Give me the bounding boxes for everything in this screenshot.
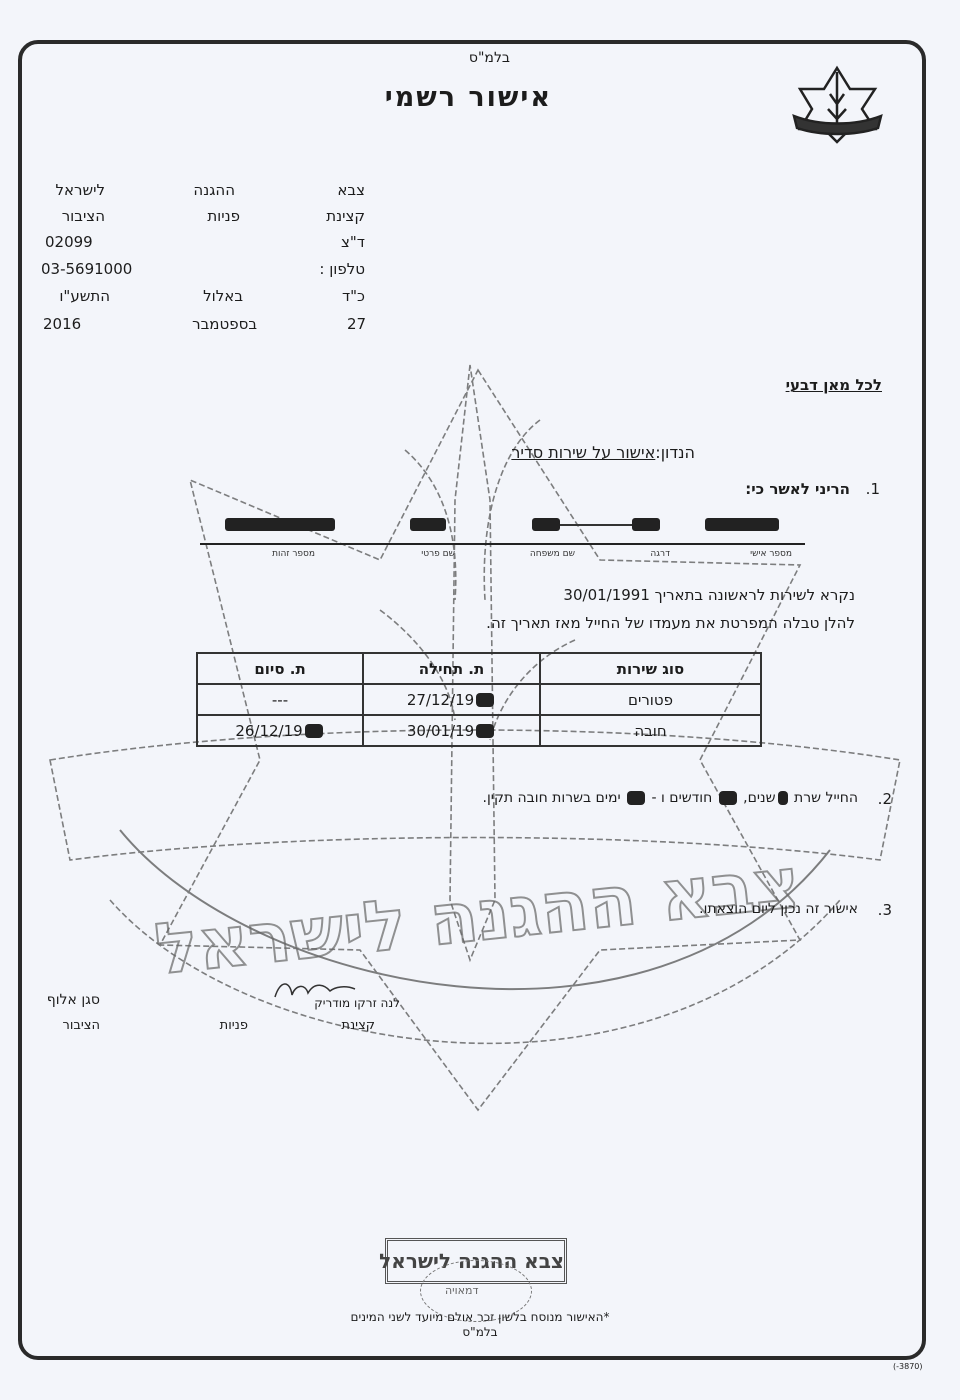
- signatory-role-2: פניות: [219, 1018, 248, 1033]
- redacted-rank: [632, 518, 660, 531]
- item3-number: 3.: [877, 901, 892, 919]
- table-header-row: סוג שירות ת. תחילה ת. סיום: [196, 652, 762, 685]
- field-label-personal-number: מספר אישי: [750, 549, 792, 559]
- cell-start-date: 27/12/19: [362, 683, 541, 716]
- field-label-rank: דרגה: [650, 549, 670, 559]
- sender-r0-c2: לישראל: [55, 181, 105, 199]
- classification-bottom: בלמ"ס: [462, 1325, 498, 1339]
- redacted-id-number: [225, 518, 335, 531]
- item2-number: 2.: [877, 790, 892, 808]
- signatory-role-1: קצינת: [341, 1018, 375, 1033]
- item2-part1: החייל שרת: [794, 790, 858, 806]
- item2-text: החייל שרת שנים, חודשים ו - ימים בשרות חו…: [483, 790, 858, 806]
- sender-r3-c0: טלפון :: [319, 260, 365, 278]
- sender-r5-c2: 2016: [43, 315, 82, 333]
- table-row: חובה 30/01/19 26/12/19: [196, 714, 762, 747]
- cell-service-type: חובה: [539, 714, 762, 747]
- item2-part2: שנים,: [743, 790, 776, 806]
- cell-end-date: ---: [196, 683, 364, 716]
- item3-text: אישור זה נכון ליום הוצאתו.: [699, 901, 858, 917]
- sender-r5-c0: 27: [347, 315, 367, 333]
- footer-note: *האישור מנוסח בלשון זכר אולם מיועד לשני …: [350, 1310, 610, 1324]
- end-date-text: 26/12/19: [235, 721, 303, 740]
- service-table: סוג שירות ת. תחילה ת. סיום פטורים 27/12/…: [196, 652, 762, 747]
- sender-r1-c0: קצינת: [326, 207, 365, 225]
- field-label-last-name: שם משפחה: [529, 549, 575, 559]
- redacted-first-name: [410, 518, 446, 531]
- sender-r4-c1: באלול: [203, 287, 243, 305]
- redaction-years: [777, 791, 788, 805]
- cell-service-type: פטורים: [539, 683, 762, 716]
- phone-number: 03-5691000: [41, 260, 133, 278]
- handwritten-signature: [274, 983, 356, 998]
- sender-r4-c2: התשע"ו: [59, 287, 110, 305]
- table-row: פטורים 27/12/19 ---: [196, 683, 762, 716]
- item1-number: 1.: [865, 480, 880, 498]
- redaction-months: [718, 791, 737, 805]
- table-intro: להלן טבלה המפרטת את מעמדו של החייל מאז ת…: [486, 614, 855, 632]
- form-code: (-3870): [893, 1362, 923, 1371]
- stamp-circle: [420, 1260, 532, 1322]
- item1-text: הריני לאשר כי:: [745, 480, 850, 498]
- cell-start-date: 30/01/19: [362, 714, 541, 747]
- page-border: [18, 40, 926, 1360]
- redacted-last-name: [532, 518, 560, 531]
- col-header-start-date: ת. תחילה: [362, 652, 541, 685]
- subject-line: הנדון:אישור על שירות סדיר: [511, 443, 695, 462]
- sender-r5-c1: בספטמבר: [192, 315, 257, 333]
- sender-r1-c1: פניות: [207, 207, 240, 225]
- sender-r1-c2: הציבור: [61, 207, 105, 225]
- item2-part4: ימים בשרות חובה תקין.: [482, 790, 621, 806]
- sender-r2-c2: 02099: [45, 233, 93, 251]
- stamp-subtext: דמאויה: [445, 1284, 479, 1297]
- sender-r0-c0: צבא: [337, 181, 365, 199]
- start-date-text: 30/01/19: [406, 721, 475, 740]
- redaction: [476, 693, 495, 707]
- col-header-service-type: סוג שירות: [539, 652, 762, 685]
- fields-line: [200, 543, 805, 545]
- classification-top: בלמ"ס: [468, 50, 510, 66]
- subject-label: הנדון:: [655, 443, 695, 462]
- col-header-end-date: ת. סיום: [196, 652, 364, 685]
- start-date-text: 27/12/19: [406, 690, 475, 709]
- redaction: [476, 724, 495, 738]
- field-label-id-number: מספר זהות: [272, 549, 315, 559]
- cell-end-date: 26/12/19: [196, 714, 364, 747]
- addressee: לכל מאן דבעי: [785, 376, 882, 394]
- sender-r0-c1: ההגנה: [193, 181, 235, 199]
- idf-emblem-icon: [792, 65, 883, 144]
- called-up-date: נקרא לשירות לראשונה בתאריך 30/01/1991: [563, 586, 855, 604]
- redacted-personal-number: [705, 518, 779, 531]
- redaction: [304, 724, 323, 738]
- subject-text: אישור על שירות סדיר: [511, 443, 656, 462]
- redaction-days: [627, 791, 646, 805]
- sender-r4-c0: כ"ד: [341, 287, 365, 305]
- field-label-first-name: שם פרטי: [421, 549, 455, 559]
- page-title: אישור רשמי: [384, 82, 552, 113]
- sender-r2-c0: ד"צ: [341, 233, 365, 251]
- signatory-rank: סגן אלוף: [46, 992, 100, 1008]
- item2-part3: חודשים ו -: [651, 790, 713, 806]
- connector-line: [560, 524, 632, 526]
- signatory-name: לנה זרקו מודריק: [314, 996, 400, 1010]
- signatory-role-3: הציבור: [62, 1018, 100, 1033]
